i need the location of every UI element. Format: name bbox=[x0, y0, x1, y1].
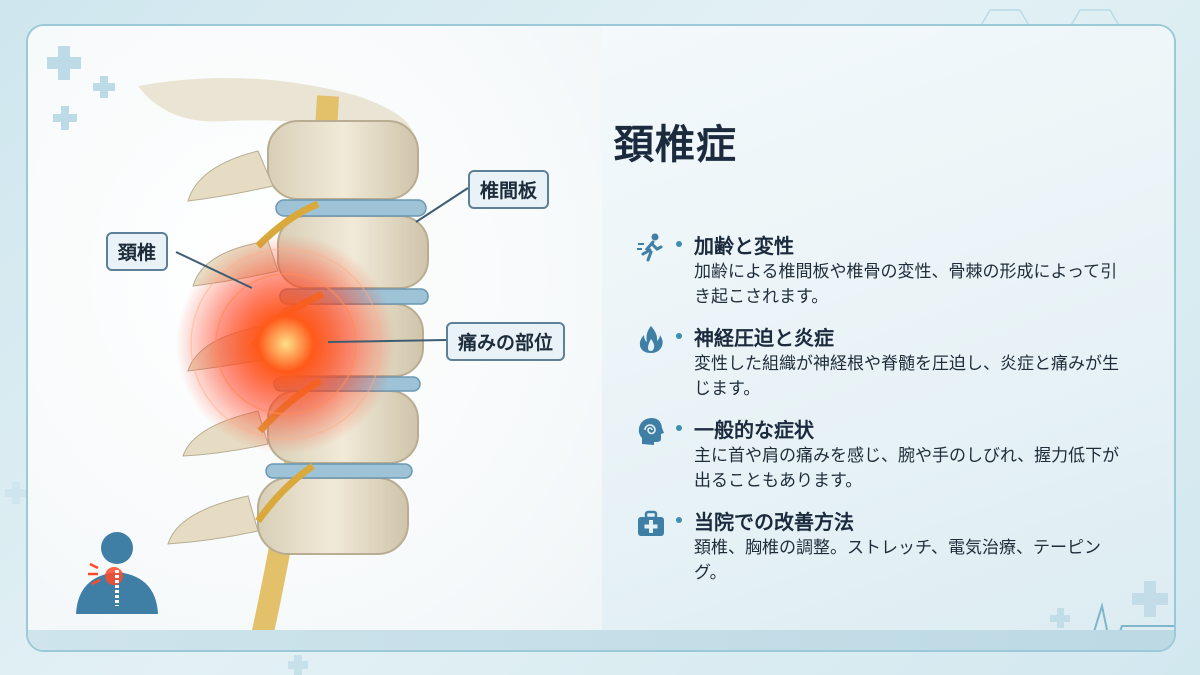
callout-line-pain bbox=[327, 339, 447, 343]
item-heading: 神経圧迫と炎症 bbox=[694, 326, 834, 350]
bullet-dot bbox=[676, 333, 682, 339]
main-card: 椎間板 頚椎 痛みの部位 bbox=[26, 24, 1176, 652]
cervical-spine-illustration bbox=[47, 46, 469, 650]
callout-cervical-spine: 頚椎 bbox=[106, 232, 169, 271]
item-body: 主に首や肩の痛みを感じ、腕や手のしびれ、握力低下が出ることもあります。 bbox=[694, 446, 1120, 491]
callout-pain-site: 痛みの部位 bbox=[446, 322, 566, 361]
medical-kit-icon bbox=[638, 510, 664, 536]
item-heading: 加齢と変性 bbox=[694, 234, 794, 258]
item-body: 変性した組織が神経根や脊髄を圧迫し、炎症と痛みが生じます。 bbox=[694, 354, 1119, 399]
head-swirl-icon bbox=[638, 418, 664, 445]
item-body: 加齢による椎間板や椎骨の変性、骨棘の形成によって引き起こされます。 bbox=[694, 262, 1118, 307]
pain-ring bbox=[215, 273, 357, 415]
list-item: 一般的な症状 主に首や肩の痛みを感じ、腕や手のしびれ、握力低下が出ることもありま… bbox=[636, 416, 1136, 508]
callout-line-disc bbox=[415, 187, 469, 223]
page-title: 頚椎症 bbox=[614, 122, 737, 168]
item-heading: 当院での改善方法 bbox=[694, 510, 854, 534]
callout-intervertebral-disc: 椎間板 bbox=[468, 170, 550, 209]
pain-glow bbox=[176, 234, 396, 454]
callout-line-cervical bbox=[175, 251, 253, 289]
list-item: 神経圧迫と炎症 変性した組織が神経根や脊髄を圧迫し、炎症と痛みが生じます。 bbox=[636, 324, 1136, 416]
plus-icon bbox=[1050, 581, 1168, 628]
info-panel bbox=[602, 26, 1174, 650]
pain-ring bbox=[190, 248, 382, 440]
plus-icon bbox=[288, 655, 308, 675]
item-body: 頚椎、胸椎の調整。ストレッチ、電気治療、テーピング。 bbox=[694, 538, 1101, 583]
bullet-dot bbox=[676, 241, 682, 247]
plus-icon bbox=[47, 46, 115, 130]
list-item: 加齢と変性 加齢による椎間板や椎骨の変性、骨棘の形成によって引き起こされます。 bbox=[636, 232, 1136, 324]
bullet-dot bbox=[676, 517, 682, 523]
bullet-dot bbox=[676, 425, 682, 431]
running-person-icon bbox=[637, 233, 663, 262]
skull-base bbox=[138, 78, 413, 146]
flame-icon bbox=[639, 326, 663, 353]
info-list: 加齢と変性 加齢による椎間板や椎骨の変性、骨棘の形成によって引き起こされます。 … bbox=[636, 232, 1136, 600]
list-item: 当院での改善方法 頚椎、胸椎の調整。ストレッチ、電気治療、テーピング。 bbox=[636, 508, 1136, 600]
illustration-panel: 椎間板 頚椎 痛みの部位 bbox=[28, 26, 602, 650]
plus-icon bbox=[5, 482, 27, 504]
neck-pain-person-icon bbox=[76, 532, 158, 614]
item-heading: 一般的な症状 bbox=[694, 418, 814, 442]
bottom-strip bbox=[28, 630, 1174, 650]
